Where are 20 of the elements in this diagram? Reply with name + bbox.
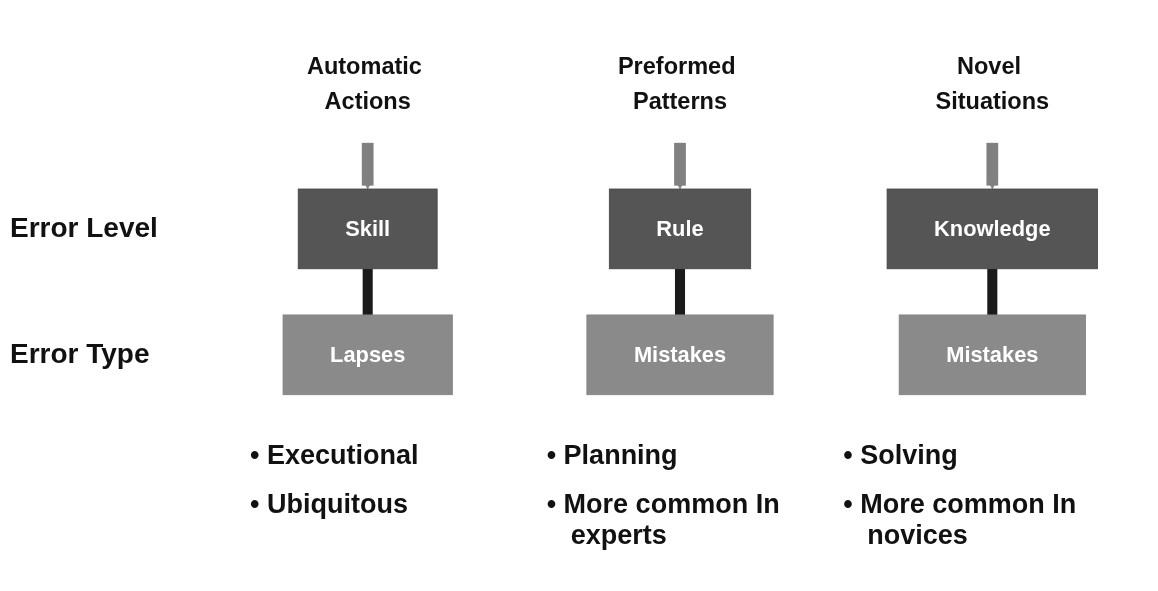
node-text: Automatic Actions: [306, 53, 422, 115]
node-box: Skill: [297, 188, 438, 270]
arrow: [986, 140, 999, 190]
bullet-item: • Solving: [843, 440, 959, 471]
bullet-item: • Executional: [250, 440, 420, 471]
node-box: Mistakes: [898, 314, 1086, 396]
bullet-item: • More common In experts: [546, 489, 781, 551]
node-box: Rule: [608, 188, 752, 270]
row-label: Error Level: [10, 211, 158, 244]
node-box: Knowledge: [886, 188, 1098, 270]
node-box: Mistakes: [586, 314, 774, 396]
arrow: [674, 140, 686, 190]
node-box: Lapses: [282, 314, 453, 396]
row-label: Error Type: [10, 337, 150, 370]
arrow: [361, 140, 374, 190]
bullet-item: • Ubiquitous: [250, 489, 409, 521]
node-text: Preformed Patterns: [617, 53, 736, 115]
bullet-item: • More common In novices: [843, 489, 1078, 551]
node-text: Novel Situations: [935, 53, 1050, 115]
bullet-item: • Planning: [546, 440, 679, 471]
